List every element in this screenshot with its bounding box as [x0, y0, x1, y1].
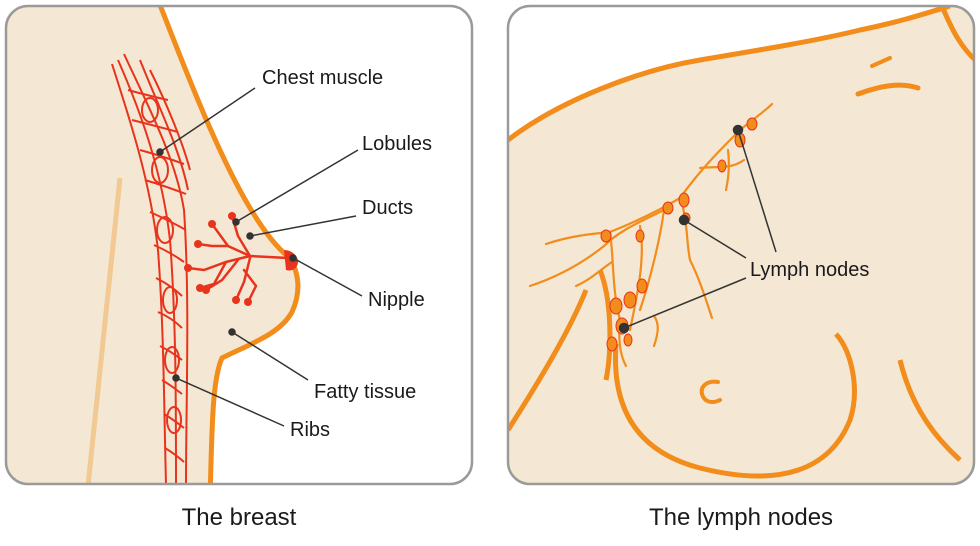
chest-line-right	[897, 359, 962, 462]
label-chest-muscle: Chest muscle	[262, 67, 383, 89]
armpit-outline	[597, 269, 613, 381]
label-lymph-nodes: Lymph nodes	[750, 259, 869, 281]
label-fatty-tissue: Fatty tissue	[314, 381, 416, 403]
chest-muscle-ribs	[111, 53, 191, 484]
collarbone-short	[870, 56, 892, 68]
breast-panel: Chest muscle Lobules Ducts Nipple Fatty …	[4, 4, 474, 486]
lymph-panel-title: The lymph nodes	[648, 504, 834, 531]
lobule-buds	[184, 212, 252, 306]
collarbone	[855, 82, 921, 97]
back-line	[85, 177, 123, 484]
lymph-pointers	[618, 124, 777, 334]
lymph-panel: Lymph nodes	[506, 4, 976, 486]
shoulder-background	[508, 6, 950, 140]
shoulder-outline	[508, 6, 951, 142]
label-nipple: Nipple	[368, 289, 425, 311]
breast-body-shape	[6, 6, 298, 484]
lymph-panel-frame	[506, 4, 976, 486]
label-ribs: Ribs	[290, 419, 330, 441]
nipple-mark	[699, 379, 722, 404]
label-ducts: Ducts	[362, 197, 413, 219]
breast-contour	[612, 332, 857, 479]
breast-pointers	[156, 87, 363, 427]
breast-outline	[155, 6, 301, 484]
breast-panel-title: The breast	[181, 504, 297, 531]
neck-outline	[939, 6, 974, 66]
arm-outline	[508, 289, 589, 432]
lymph-node-shapes	[600, 117, 758, 352]
label-lobules: Lobules	[362, 133, 432, 155]
breast-panel-frame	[4, 4, 474, 486]
